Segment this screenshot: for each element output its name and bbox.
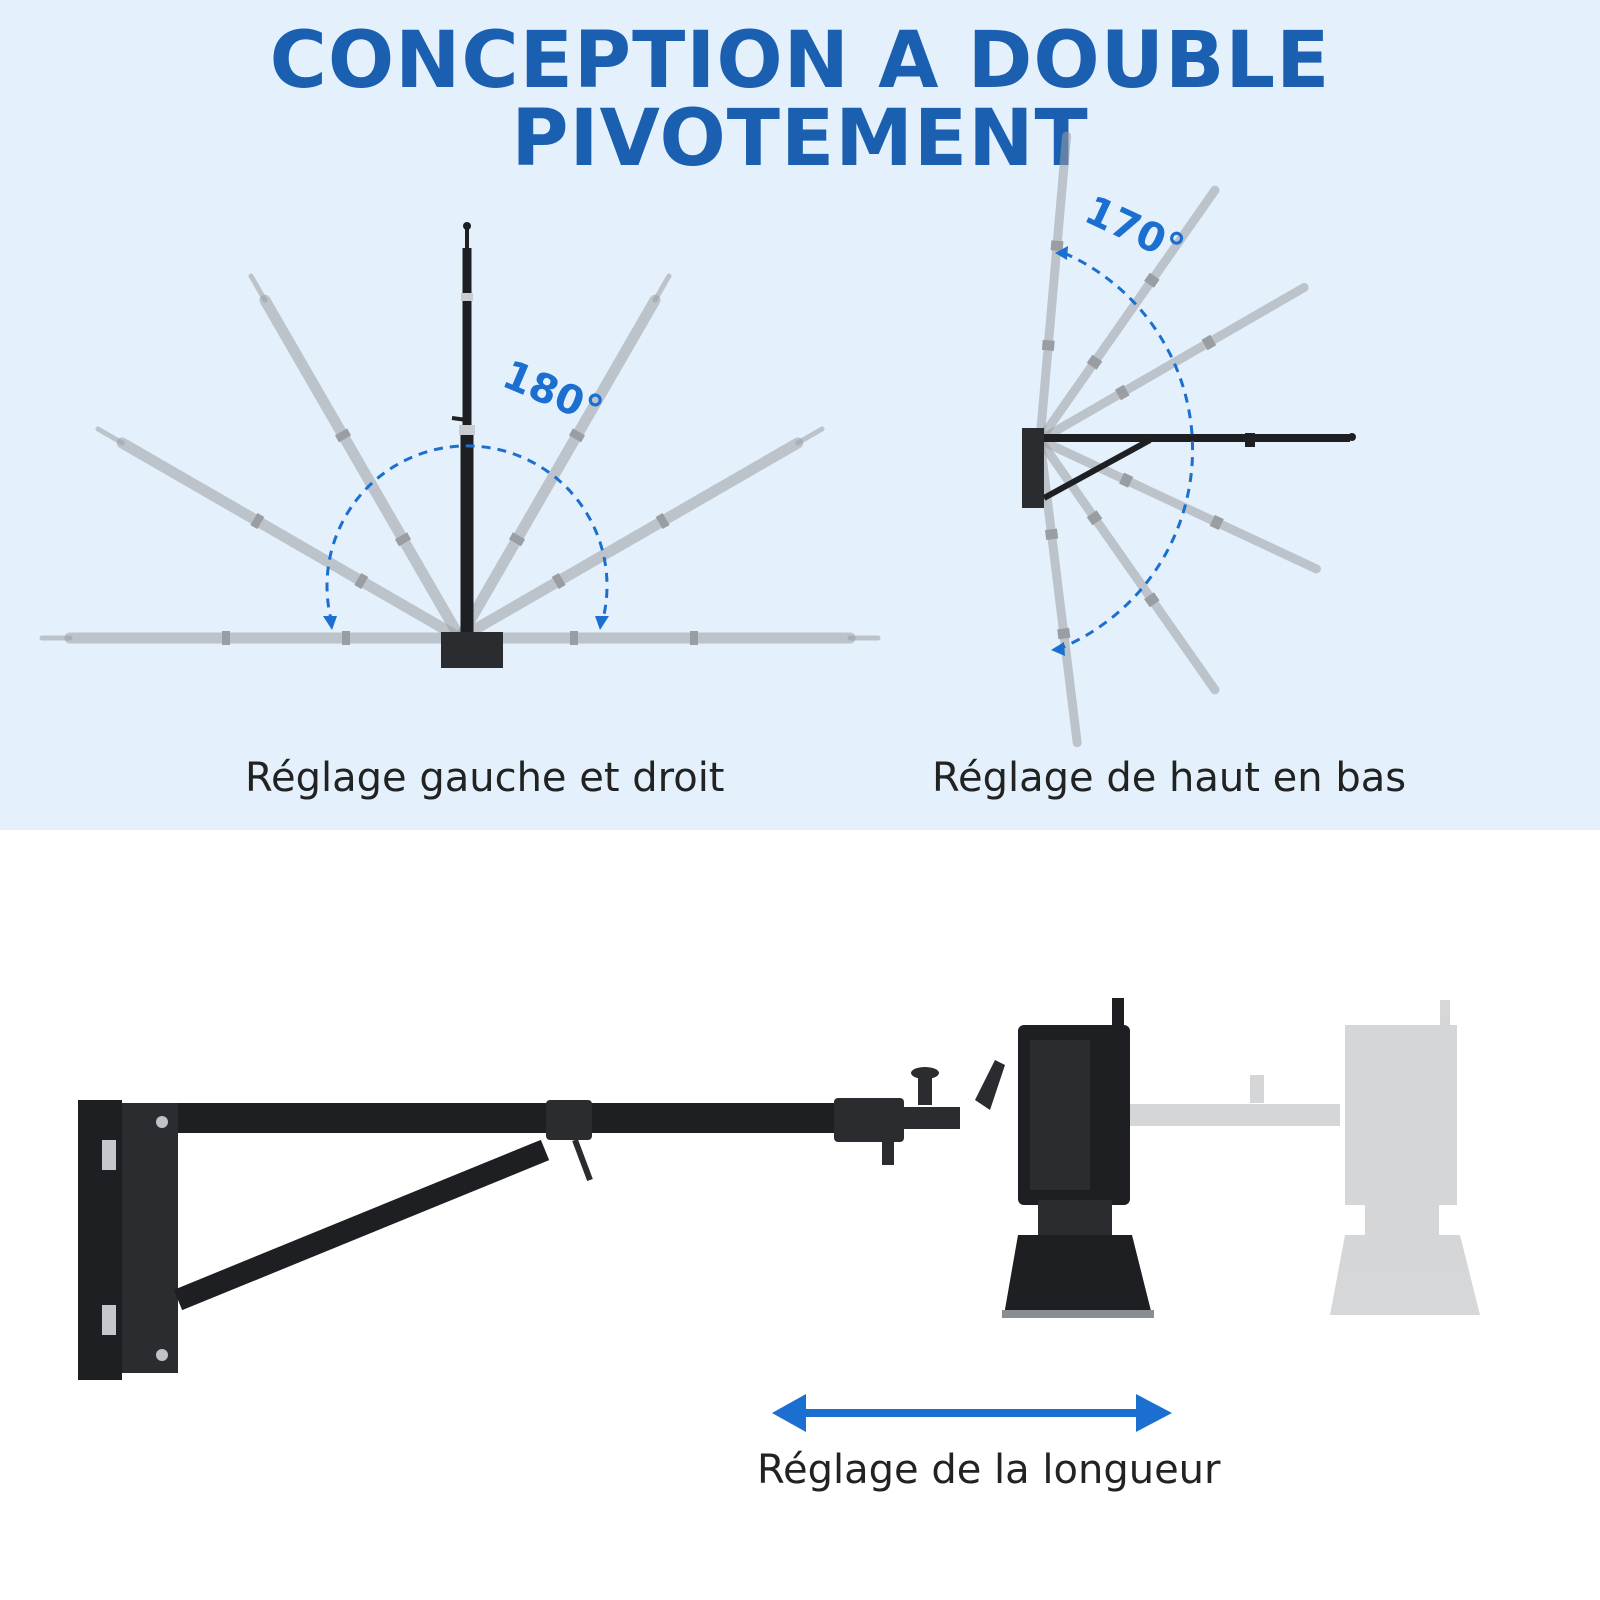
up-down-caption: Réglage de haut en bas — [932, 755, 1407, 801]
length-caption: Réglage de la longueur — [757, 1447, 1221, 1493]
left-right-caption: Réglage gauche et droit — [245, 755, 725, 801]
ghost-arm — [1035, 435, 1082, 748]
ghost-pole — [454, 273, 672, 644]
ghost-pole — [454, 631, 881, 645]
studio-light — [1002, 998, 1154, 1318]
ghost-pole — [454, 426, 825, 644]
wall-plate — [78, 1100, 178, 1380]
double-arrow-icon — [772, 1394, 1172, 1432]
arc-arrowhead-left — [323, 616, 337, 630]
up-down-adjustment-illustration: 170° — [1022, 131, 1356, 748]
arc-arrowhead-top — [1055, 246, 1068, 260]
ghost-pole — [95, 426, 466, 644]
headline: CONCEPTION A DOUBLE PIVOTEMENT — [269, 16, 1331, 184]
ghost-pole — [248, 273, 466, 644]
boom-arm — [173, 1060, 1005, 1311]
ghost-pole — [39, 631, 466, 645]
top-panel — [0, 0, 1600, 830]
left-right-adjustment-illustration: 180° — [39, 222, 881, 668]
ghost-arm — [1035, 185, 1220, 445]
arc-arrowhead-bottom — [1051, 642, 1065, 656]
ghost-light-extended — [1130, 1000, 1480, 1315]
rotation-arc-180 — [325, 444, 609, 624]
ghost-arm — [1035, 283, 1309, 445]
arc-arrowhead-right — [595, 616, 609, 630]
main-arm-right — [1022, 428, 1356, 508]
ghost-arm — [1035, 435, 1321, 574]
main-pole-left — [441, 222, 503, 668]
ghost-poles-left — [39, 273, 881, 645]
ghost-arm — [1035, 131, 1072, 445]
